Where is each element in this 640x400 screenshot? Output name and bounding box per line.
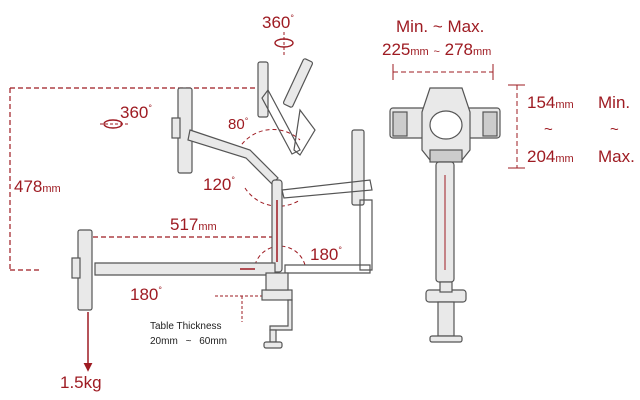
bottom-swivel-label: 180° (130, 285, 162, 304)
base-swivel-label: 180° (310, 245, 342, 264)
elbow-arc (237, 128, 306, 266)
bottom-swivel-value: 180 (130, 285, 159, 304)
max-label: Max. (598, 147, 635, 166)
base-swivel-value: 180 (310, 245, 339, 264)
table-thickness-sep: ~ (185, 336, 192, 347)
width-max-unit: mm (472, 46, 492, 58)
top-rotation-value: 360 (262, 13, 291, 32)
height-min-label: 154mm (527, 94, 574, 111)
degree-mark: ° (338, 245, 342, 255)
front-view-mount (389, 87, 501, 343)
top-rotation-label: 360° (262, 13, 294, 32)
degree-mark: ° (290, 13, 294, 23)
elbow-angle-value: 120 (203, 175, 232, 194)
front-height-dimension (508, 84, 525, 169)
height-value: 478 (14, 177, 43, 196)
height-sep-1: ~ (544, 121, 553, 138)
reach-label: 517mm (170, 216, 217, 233)
degree-mark: ° (231, 175, 235, 185)
reach-value: 517 (170, 215, 199, 234)
min-label: Min. (598, 93, 631, 112)
table-thickness-min: 20mm (150, 336, 178, 347)
height-max-value: 204 (527, 147, 556, 166)
width-min-unit: mm (410, 46, 429, 58)
reach-unit: mm (198, 221, 217, 233)
height-unit: mm (42, 183, 61, 195)
height-min-value: 154 (527, 93, 556, 112)
degree-mark: ° (244, 116, 249, 126)
left-rotation-value: 360 (120, 103, 149, 122)
height-max-label: 204mm (527, 148, 574, 165)
tilt-angle-value: 80 (228, 116, 245, 133)
table-thickness-dimension (215, 295, 270, 322)
width-min-value: 225 (382, 40, 411, 59)
width-sep: ~ (433, 46, 440, 58)
side-view-mount (71, 58, 373, 349)
height-max-unit: mm (555, 153, 574, 165)
height-sep-2: ~ (610, 121, 619, 138)
load-label: 1.5kg (60, 373, 102, 392)
height-dimension-line (9, 87, 255, 271)
table-thickness-range: 20mm ~ 60mm (150, 337, 227, 347)
width-range: 225mm ~ 278mm (382, 41, 491, 58)
front-width-dimension (392, 64, 494, 80)
table-thickness-title: Table Thickness (150, 321, 222, 332)
elbow-angle-label: 120° (203, 175, 235, 194)
tilt-angle-label: 80° (228, 116, 249, 133)
table-thickness-max: 60mm (199, 336, 227, 347)
width-max-value: 278 (444, 40, 473, 59)
width-title: Min. ~ Max. (396, 17, 485, 36)
degree-mark: ° (148, 103, 152, 113)
height-min-unit: mm (555, 99, 574, 111)
degree-mark: ° (158, 285, 162, 295)
left-rotation-label: 360° (120, 103, 152, 122)
height-label: 478mm (14, 178, 61, 195)
